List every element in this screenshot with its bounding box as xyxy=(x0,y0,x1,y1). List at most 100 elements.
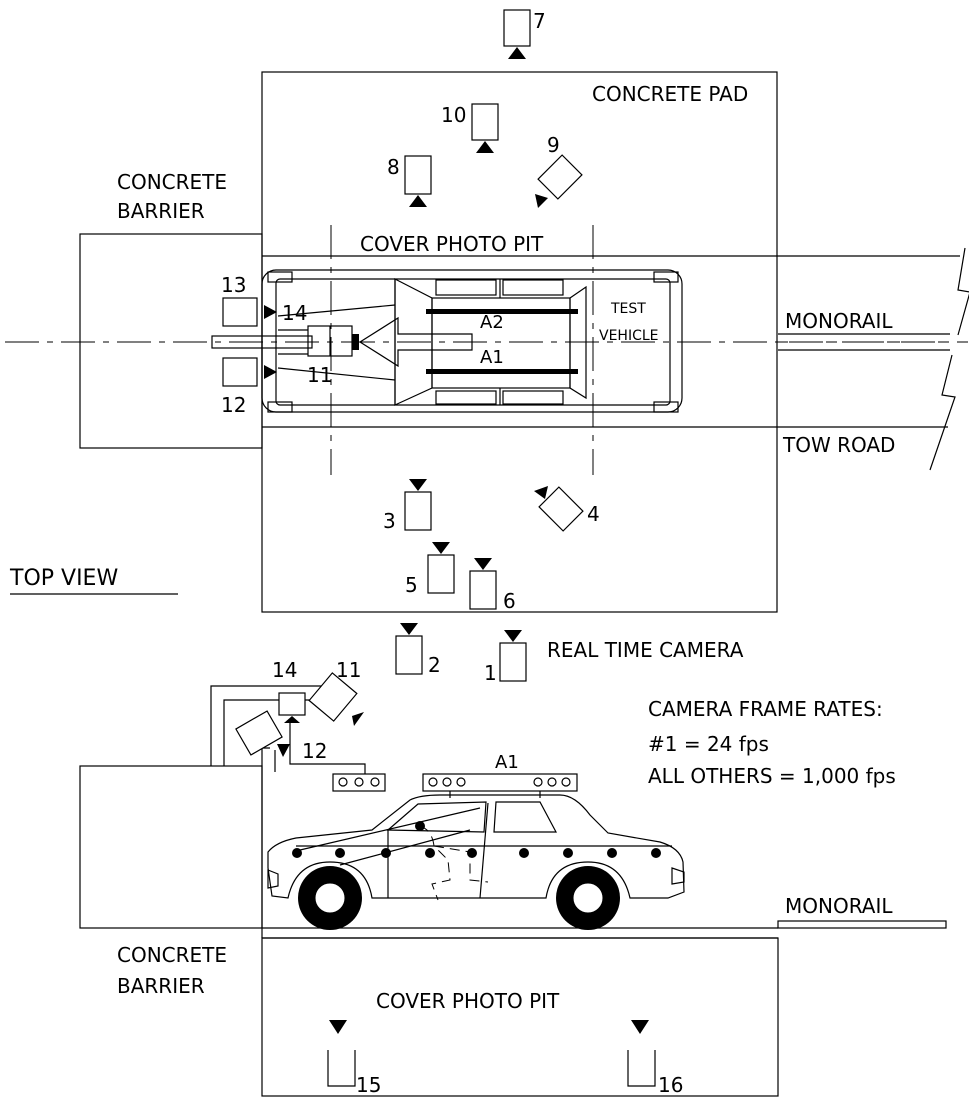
camera-8-lens-icon xyxy=(409,195,427,207)
camera-3-body xyxy=(404,491,432,531)
car-hub-rear xyxy=(572,882,604,914)
break-mark-top xyxy=(957,247,969,336)
camera-1-lens-icon xyxy=(504,630,522,642)
light-box-left xyxy=(332,773,386,792)
side-window-4 xyxy=(502,390,564,405)
vehicle-wheel-fr xyxy=(653,271,679,283)
camera-3-lens-icon xyxy=(409,479,427,491)
camera-2-lens-icon xyxy=(400,623,418,635)
car-window-rear xyxy=(493,801,557,833)
camera-16-lens-icon xyxy=(631,1020,649,1034)
frame-rates-heading: CAMERA FRAME RATES: xyxy=(648,697,883,721)
camera-12-side-lens-icon xyxy=(277,744,290,757)
camera-14-side-body xyxy=(278,692,306,716)
test-vehicle-label-1: TEST xyxy=(610,301,646,317)
frame-rate-others: ALL OTHERS = 1,000 fps xyxy=(648,764,896,788)
camera-8-label: 8 xyxy=(387,155,400,179)
hood-rib-2 xyxy=(277,367,396,381)
camera-7-body xyxy=(503,9,531,47)
camera-6-lens-icon xyxy=(474,558,492,570)
camera-14-label: 14 xyxy=(282,301,307,325)
light-a1-2 xyxy=(442,777,452,787)
camera-6-body xyxy=(469,570,497,610)
side-window-2 xyxy=(502,279,564,296)
camera-16-label: 16 xyxy=(658,1073,683,1097)
concrete-barrier-side-label-1: CONCRETE xyxy=(117,943,227,967)
camera-11-side-lens-icon xyxy=(352,712,364,726)
light-a1-5 xyxy=(547,777,557,787)
vehicle-wheel-fl xyxy=(267,271,293,283)
light-2 xyxy=(354,777,364,787)
tow-road-label: TOW ROAD xyxy=(782,433,895,457)
camera-12-side-body xyxy=(235,710,283,756)
top-view-title: TOP VIEW xyxy=(9,566,118,591)
car-door-line xyxy=(479,802,489,899)
camera-12-body xyxy=(222,357,258,387)
crash-dummy xyxy=(419,825,489,901)
break-mark-bottom xyxy=(929,354,956,471)
camera-14-side-lens-icon xyxy=(284,716,300,723)
direction-arrow xyxy=(358,316,473,368)
light-a1-1 xyxy=(428,777,438,787)
vehicle-body-outline xyxy=(261,269,683,413)
light-a1-3 xyxy=(456,777,466,787)
camera-13-label: 13 xyxy=(221,273,246,297)
camera-9-lens-icon xyxy=(535,194,548,208)
side-window-1 xyxy=(435,279,497,296)
camera-11-label-top: 11 xyxy=(307,363,332,387)
camera-3-label: 3 xyxy=(383,509,396,533)
array-a2-label: A2 xyxy=(480,312,504,333)
light-3 xyxy=(370,777,380,787)
hood-rib-1 xyxy=(277,304,396,317)
monorail-label: MONORAIL xyxy=(785,309,893,333)
camera-4-lens-icon xyxy=(534,486,548,499)
camera-14-side-label: 14 xyxy=(272,658,297,682)
camera-15-lens-icon xyxy=(329,1020,347,1034)
camera-9-label: 9 xyxy=(547,133,560,157)
camera-11-top-lens xyxy=(352,334,359,350)
camera-15-label: 15 xyxy=(356,1073,381,1097)
camera-mast-drop xyxy=(289,722,366,774)
frame-rates-note: CAMERA FRAME RATES: #1 = 24 fps ALL OTHE… xyxy=(648,697,896,788)
camera-2-label: 2 xyxy=(428,653,441,677)
camera-1-body xyxy=(499,642,527,682)
camera-4-body xyxy=(538,486,584,532)
side-view: CONCRETE BARRIER MONORAIL COVER PHOTO PI… xyxy=(79,658,947,1097)
camera-13-lens-icon xyxy=(264,305,277,319)
camera-7-lens-icon xyxy=(508,47,526,59)
camera-2-body xyxy=(395,635,423,675)
camera-10-body xyxy=(471,103,499,141)
car-headlight xyxy=(267,869,279,889)
camera-boom-top xyxy=(211,325,359,357)
car-taillight xyxy=(671,867,685,885)
light-a1-4 xyxy=(533,777,543,787)
monorail-side xyxy=(777,920,947,929)
camera-1-label: 1 xyxy=(484,661,497,685)
camera-5-label: 5 xyxy=(405,573,418,597)
camera-11-side-body xyxy=(308,672,358,722)
concrete-barrier-side-label-2: BARRIER xyxy=(117,974,205,998)
light-array-a2-top xyxy=(426,309,578,314)
frame-rate-camera-1: #1 = 24 fps xyxy=(648,732,769,756)
vehicle-wheel-rr xyxy=(653,401,679,413)
cover-photo-pit-side-label: COVER PHOTO PIT xyxy=(376,989,560,1013)
top-view: CONCRETE PAD CONCRETE BARRIER MONORAIL T… xyxy=(5,9,969,685)
vehicle-body-inner xyxy=(275,278,671,406)
camera-13-body xyxy=(222,297,258,327)
vehicle-wheel-rl xyxy=(267,401,293,413)
camera-11-side-label: 11 xyxy=(336,658,361,682)
camera-15-body xyxy=(327,1050,356,1087)
camera-12-label: 12 xyxy=(221,393,246,417)
rear-window xyxy=(569,285,587,400)
camera-16-body xyxy=(627,1050,656,1087)
array-a1-side-label: A1 xyxy=(495,752,519,773)
concrete-pad-label: CONCRETE PAD xyxy=(592,82,748,106)
cover-photo-pit-top-label: COVER PHOTO PIT xyxy=(360,232,544,256)
camera-6-label: 6 xyxy=(503,589,516,613)
concrete-barrier-side xyxy=(79,765,263,929)
test-vehicle-side xyxy=(267,794,685,930)
light-array-a1-top xyxy=(426,369,578,374)
car-window-front xyxy=(386,801,487,833)
monorail-side-label: MONORAIL xyxy=(785,894,893,918)
camera-8-body xyxy=(404,155,432,195)
